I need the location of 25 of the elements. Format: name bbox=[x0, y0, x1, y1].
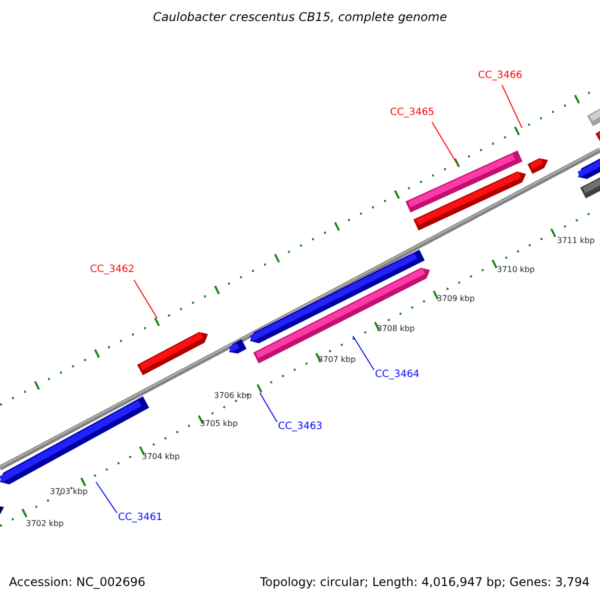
leader-line bbox=[502, 84, 522, 128]
scale-label: 3703 kbp bbox=[50, 488, 88, 496]
scale-label: 3704 kbp bbox=[142, 453, 180, 461]
scale-label: 3708 kbp bbox=[377, 325, 415, 333]
scale-label: 3707 kbp bbox=[318, 356, 356, 364]
scale-label: 3710 kbp bbox=[497, 266, 535, 274]
leader-line bbox=[260, 392, 278, 422]
leader-line bbox=[432, 122, 456, 162]
gene-label: CC_3465 bbox=[390, 108, 434, 118]
footer-text: Topology: circular; Length: 4,016,947 bp; Genes: 3,794 bbox=[260, 576, 590, 588]
gene-label: CC_3466 bbox=[478, 71, 522, 81]
scale-label: 3706 kbp bbox=[214, 392, 252, 400]
leader-line bbox=[134, 280, 158, 318]
scale-label: 3711 kbp bbox=[557, 237, 595, 245]
footer-text: Accession: NC_002696 bbox=[9, 576, 146, 588]
scale-label: 3709 kbp bbox=[437, 295, 475, 303]
title: Caulobacter crescentus CB15, complete genome bbox=[152, 11, 448, 23]
gene-label: CC_3462 bbox=[90, 265, 134, 275]
leader-line bbox=[96, 482, 118, 514]
gene-label: CC_3463 bbox=[278, 422, 322, 432]
gene-label: CC_3461 bbox=[118, 513, 162, 523]
scale-label: 3702 kbp bbox=[26, 520, 64, 528]
gene-label: CC_3464 bbox=[375, 370, 420, 380]
leader-line bbox=[352, 336, 374, 370]
scale-label: 3705 kbp bbox=[200, 420, 238, 428]
